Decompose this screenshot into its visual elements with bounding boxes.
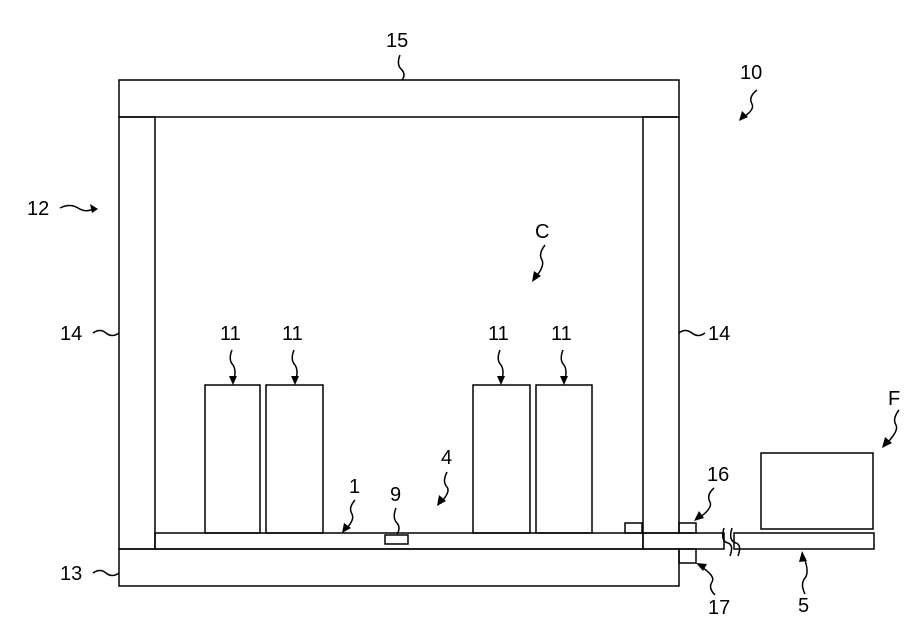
ceiling-wall (119, 80, 679, 117)
leader-15 (398, 55, 404, 80)
arrow-10 (739, 111, 748, 121)
arrow-11-a (229, 376, 237, 385)
label-11-d: 11 (551, 323, 572, 345)
label-17: 17 (708, 597, 730, 619)
extension-plate-outer (734, 533, 874, 549)
break-mark-2 (731, 528, 740, 556)
leader-14-left (93, 331, 119, 336)
box-11-b (266, 385, 323, 533)
box-11-c (473, 385, 530, 533)
leader-12 (60, 206, 93, 211)
arrow-12 (90, 204, 98, 213)
arrow-11-b (291, 376, 299, 385)
sensor-9 (385, 535, 408, 544)
arrow-5 (799, 551, 807, 562)
small-block-inside (625, 523, 642, 533)
leader-f (886, 410, 899, 444)
leader-17 (700, 566, 715, 595)
label-16: 16 (707, 464, 729, 486)
label-f: F (888, 388, 900, 410)
device-f (761, 453, 873, 529)
arrow-11-d (560, 376, 568, 385)
label-14-right: 14 (708, 323, 730, 345)
label-c: C (535, 221, 549, 243)
label-11-b: 11 (282, 323, 303, 345)
box-11-a (205, 385, 260, 533)
label-1: 1 (349, 476, 360, 498)
box-11-d (536, 385, 592, 533)
label-15: 15 (386, 30, 408, 52)
label-5: 5 (798, 595, 809, 617)
component-17 (679, 549, 696, 563)
floor-base (119, 549, 679, 586)
extension-plate-inner (643, 533, 724, 549)
label-11-c: 11 (488, 323, 509, 345)
label-9: 9 (390, 484, 401, 506)
label-4: 4 (441, 447, 452, 469)
leader-13 (93, 571, 119, 576)
label-14-left: 14 (60, 323, 82, 345)
arrow-11-c (497, 376, 505, 385)
left-wall (119, 117, 155, 549)
right-wall (643, 117, 679, 533)
leader-16 (699, 488, 714, 518)
leader-9 (394, 508, 399, 534)
label-12: 12 (27, 198, 49, 220)
component-16 (679, 523, 696, 533)
label-13: 13 (60, 563, 82, 585)
label-11-a: 11 (220, 323, 241, 345)
label-10: 10 (740, 62, 762, 84)
leader-14-right (679, 331, 705, 336)
arrow-16 (694, 511, 704, 521)
